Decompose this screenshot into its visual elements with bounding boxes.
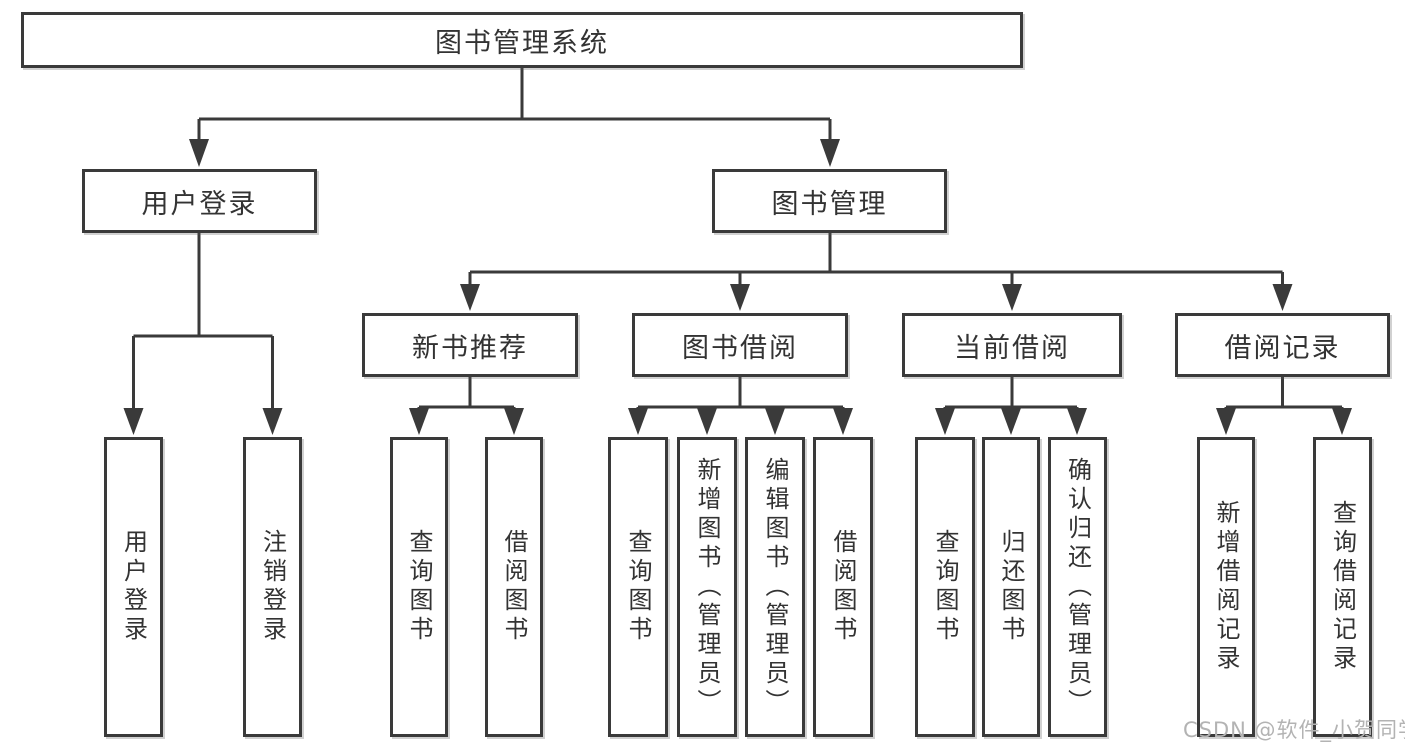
node-root-library-management-system: 图书管理系统 <box>21 12 1023 68</box>
leaf-add-borrowing-record: 新增借阅记录 <box>1197 437 1255 737</box>
leaf-logout: 注销登录 <box>243 437 302 737</box>
leaf-query-books-current: 查询图书 <box>915 437 975 737</box>
leaf-edit-book-admin: 编辑图书（管理员） <box>745 437 805 737</box>
leaf-borrow-books-new-book: 借阅图书 <box>485 437 543 737</box>
leaf-confirm-return-admin: 确认归还（管理员） <box>1048 437 1107 737</box>
leaf-user-login: 用户登录 <box>104 437 163 737</box>
leaf-borrow-books-borrowing: 借阅图书 <box>813 437 873 737</box>
node-current-borrowing: 当前借阅 <box>902 313 1122 377</box>
arrowheads <box>123 139 1352 435</box>
node-book-management: 图书管理 <box>712 169 947 233</box>
leaf-add-book-admin: 新增图书（管理员） <box>677 437 737 737</box>
leaf-query-books-new-book: 查询图书 <box>390 437 448 737</box>
leaf-return-books: 归还图书 <box>982 437 1040 737</box>
node-book-borrowing: 图书借阅 <box>632 313 848 377</box>
node-new-book-recommendation: 新书推荐 <box>362 313 578 377</box>
node-user-login: 用户登录 <box>82 169 317 233</box>
csdn-watermark: CSDN @软件_小贺同学 <box>1183 718 1405 742</box>
leaf-query-borrowing-record: 查询借阅记录 <box>1313 437 1372 737</box>
node-borrowing-records: 借阅记录 <box>1175 313 1390 377</box>
leaf-query-books-borrowing: 查询图书 <box>608 437 668 737</box>
